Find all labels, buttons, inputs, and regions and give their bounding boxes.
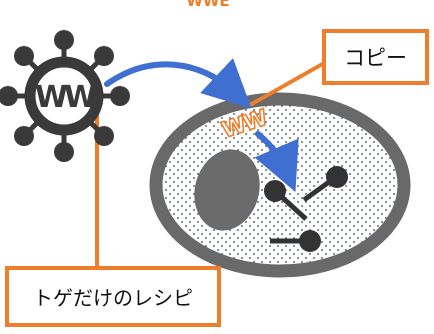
recipe-callout-label: トゲだけのレシピ bbox=[33, 286, 193, 310]
recipe-callout: トゲだけのレシピ bbox=[5, 266, 221, 327]
cell-nucleus bbox=[194, 149, 260, 231]
new-spike-1 bbox=[264, 180, 308, 221]
infection-arrow bbox=[104, 58, 252, 109]
virus-body bbox=[24, 56, 104, 136]
virus-spike-knobs bbox=[0, 30, 130, 162]
translation-arrow bbox=[254, 131, 299, 193]
new-spike-2 bbox=[302, 166, 348, 203]
new-spike-3 bbox=[270, 230, 321, 252]
copy-callout-label: コピー bbox=[344, 46, 407, 70]
copy-callout-line bbox=[249, 60, 327, 107]
virus-rna-label: WW bbox=[35, 80, 97, 115]
copy-callout: コピー bbox=[322, 29, 429, 85]
cut-off-top-text: WWE bbox=[148, 0, 268, 8]
